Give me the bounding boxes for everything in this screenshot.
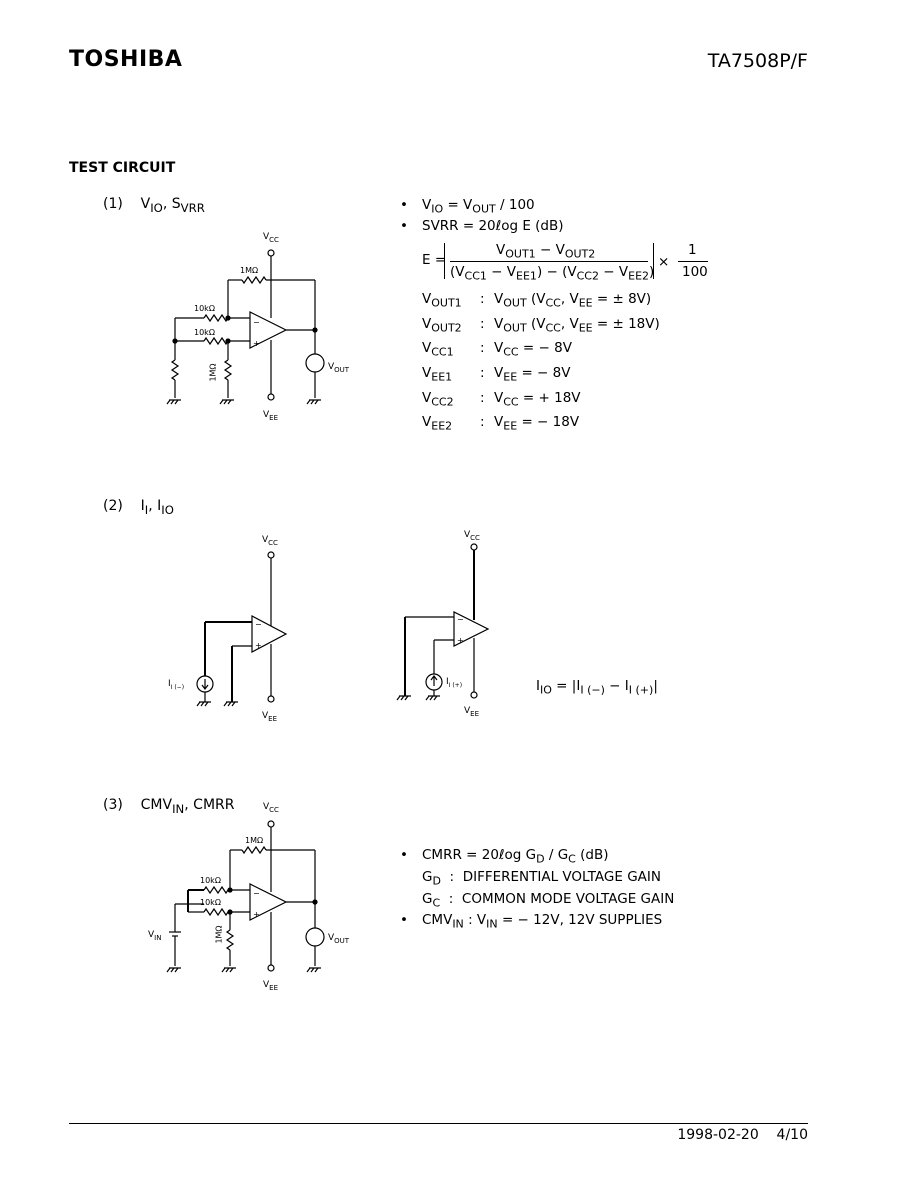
def-row: VOUT2:VOUT (VCC, VEE = ± 18V) (422, 315, 660, 335)
c1-rfb-label: 1MΩ (240, 266, 259, 275)
vout-meter (305, 353, 325, 373)
c3-vin-label: VIN (148, 930, 162, 942)
circuit1-title: VIO, SVRR (140, 196, 205, 215)
c1-e-denominator: (VCC1 − VEE1) − (VCC2 − VEE2) (450, 264, 655, 283)
part-number: TA7508P/F (707, 50, 808, 72)
circuit3-number: (3) (103, 797, 123, 813)
c1-r1-label: 10kΩ (194, 304, 215, 313)
vcc-terminal (267, 249, 275, 257)
svg-text:+: + (253, 910, 260, 919)
brand-logo: TOSHIBA (69, 47, 183, 72)
vee-terminal (267, 393, 275, 401)
c2b-vee-label: VEE (464, 706, 480, 718)
c1-frac-num: 1 (688, 242, 697, 258)
circuit2-heading: (2) II, IIO (103, 498, 174, 517)
feedback-resistor (241, 275, 267, 285)
def-row: VOUT1:VOUT (VCC, VEE = ± 8V) (422, 291, 652, 310)
c3-r2-label: 10kΩ (200, 898, 221, 907)
circuit3-diagram: −+ (166, 820, 325, 973)
svg-text:−: − (253, 889, 260, 898)
c3-gd-row: GD : DIFFERENTIAL VOLTAGE GAIN (422, 869, 661, 888)
c1-e-fraction-bar (450, 261, 648, 262)
c2b-vcc-label: VCC (464, 530, 480, 542)
circuit1-number: (1) (103, 196, 123, 212)
svg-text:−: − (255, 620, 262, 629)
c3-eq1: •CMRR = 20ℓog GD / GC (dB) (400, 847, 609, 866)
opamp-symbol (249, 311, 288, 349)
c1-vee-label: VEE (263, 410, 279, 422)
circuit2-number: (2) (103, 498, 123, 514)
c1-rgnd-label: 1MΩ (208, 363, 218, 382)
footer-rule (69, 1123, 808, 1124)
page-number: 4/10 (776, 1127, 808, 1143)
c2a-iminus-label: II (−) (168, 679, 185, 691)
c3-rgnd-label: 1MΩ (214, 925, 224, 944)
c3-r1-label: 10kΩ (200, 876, 221, 885)
svg-text:−: − (253, 318, 260, 327)
c3-vout-label: VOUT (328, 933, 350, 945)
footer: 1998-02-20 4/10 (677, 1127, 808, 1143)
def-row: VEE2:VEE = − 18V (422, 414, 580, 434)
c2-equation: IIO = |II (−) − II (+)| (536, 678, 658, 697)
c1-definitions: VOUT1:VOUT (VCC, VEE = ± 8V) VOUT2:VOUT … (422, 289, 660, 437)
resistor-10k-a (203, 313, 229, 323)
section-title: TEST CIRCUIT (69, 160, 176, 176)
c1-eq2: •SVRR = 20ℓog E (dB) (400, 218, 564, 234)
c1-times: × (658, 254, 670, 270)
svg-text:−: − (457, 615, 464, 624)
circuit2-title: II, IIO (140, 498, 174, 517)
svg-text:+: + (255, 641, 262, 650)
c3-eq4: •CMVIN : VIN = − 12V, 12V SUPPLIES (400, 912, 663, 931)
c1-eq1: •VIO = VOUT / 100 (400, 197, 535, 216)
c1-e-numerator: VOUT1 − VOUT2 (496, 242, 596, 261)
c2b-iplus-label: II (+) (446, 677, 463, 689)
circuit1-diagram: − + (166, 249, 325, 405)
def-row: VCC1:VCC = − 8V (422, 340, 572, 360)
c2a-vcc-label: VCC (262, 535, 278, 547)
c2a-vee-label: VEE (262, 711, 278, 723)
c3-vcc-label: VCC (263, 802, 279, 814)
circuit3-title: CMVIN, CMRR (140, 797, 235, 816)
circuit2b-diagram: −+ (396, 543, 490, 701)
c1-vout-label: VOUT (328, 362, 350, 374)
def-row: VEE1:VEE = − 8V (422, 365, 571, 384)
circuit3-heading: (3) CMVIN, CMRR (103, 797, 234, 816)
svg-text:+: + (457, 636, 464, 645)
c1-r2-label: 10kΩ (194, 328, 215, 337)
svg-text:+: + (253, 339, 260, 348)
c1-frac-den: 100 (682, 264, 708, 280)
c3-vee-label: VEE (263, 980, 279, 992)
c3-rfb-label: 1MΩ (245, 836, 264, 845)
footer-date: 1998-02-20 (677, 1127, 759, 1143)
c1-e-label: E = (422, 252, 447, 268)
c1-vcc-label: VCC (263, 232, 279, 244)
circuit1-heading: (1) VIO, SVRR (103, 196, 205, 215)
resistor-left (170, 359, 180, 381)
c1-frac-bar (678, 261, 708, 262)
circuit2a-diagram: −+ (196, 551, 288, 707)
c3-gc-row: GC : COMMON MODE VOLTAGE GAIN (422, 891, 675, 910)
c1-e-abs (444, 243, 654, 279)
def-row: VCC2:VCC = + 18V (422, 389, 581, 409)
resistor-1m-gnd (223, 359, 233, 381)
resistor-10k-b (203, 336, 229, 346)
